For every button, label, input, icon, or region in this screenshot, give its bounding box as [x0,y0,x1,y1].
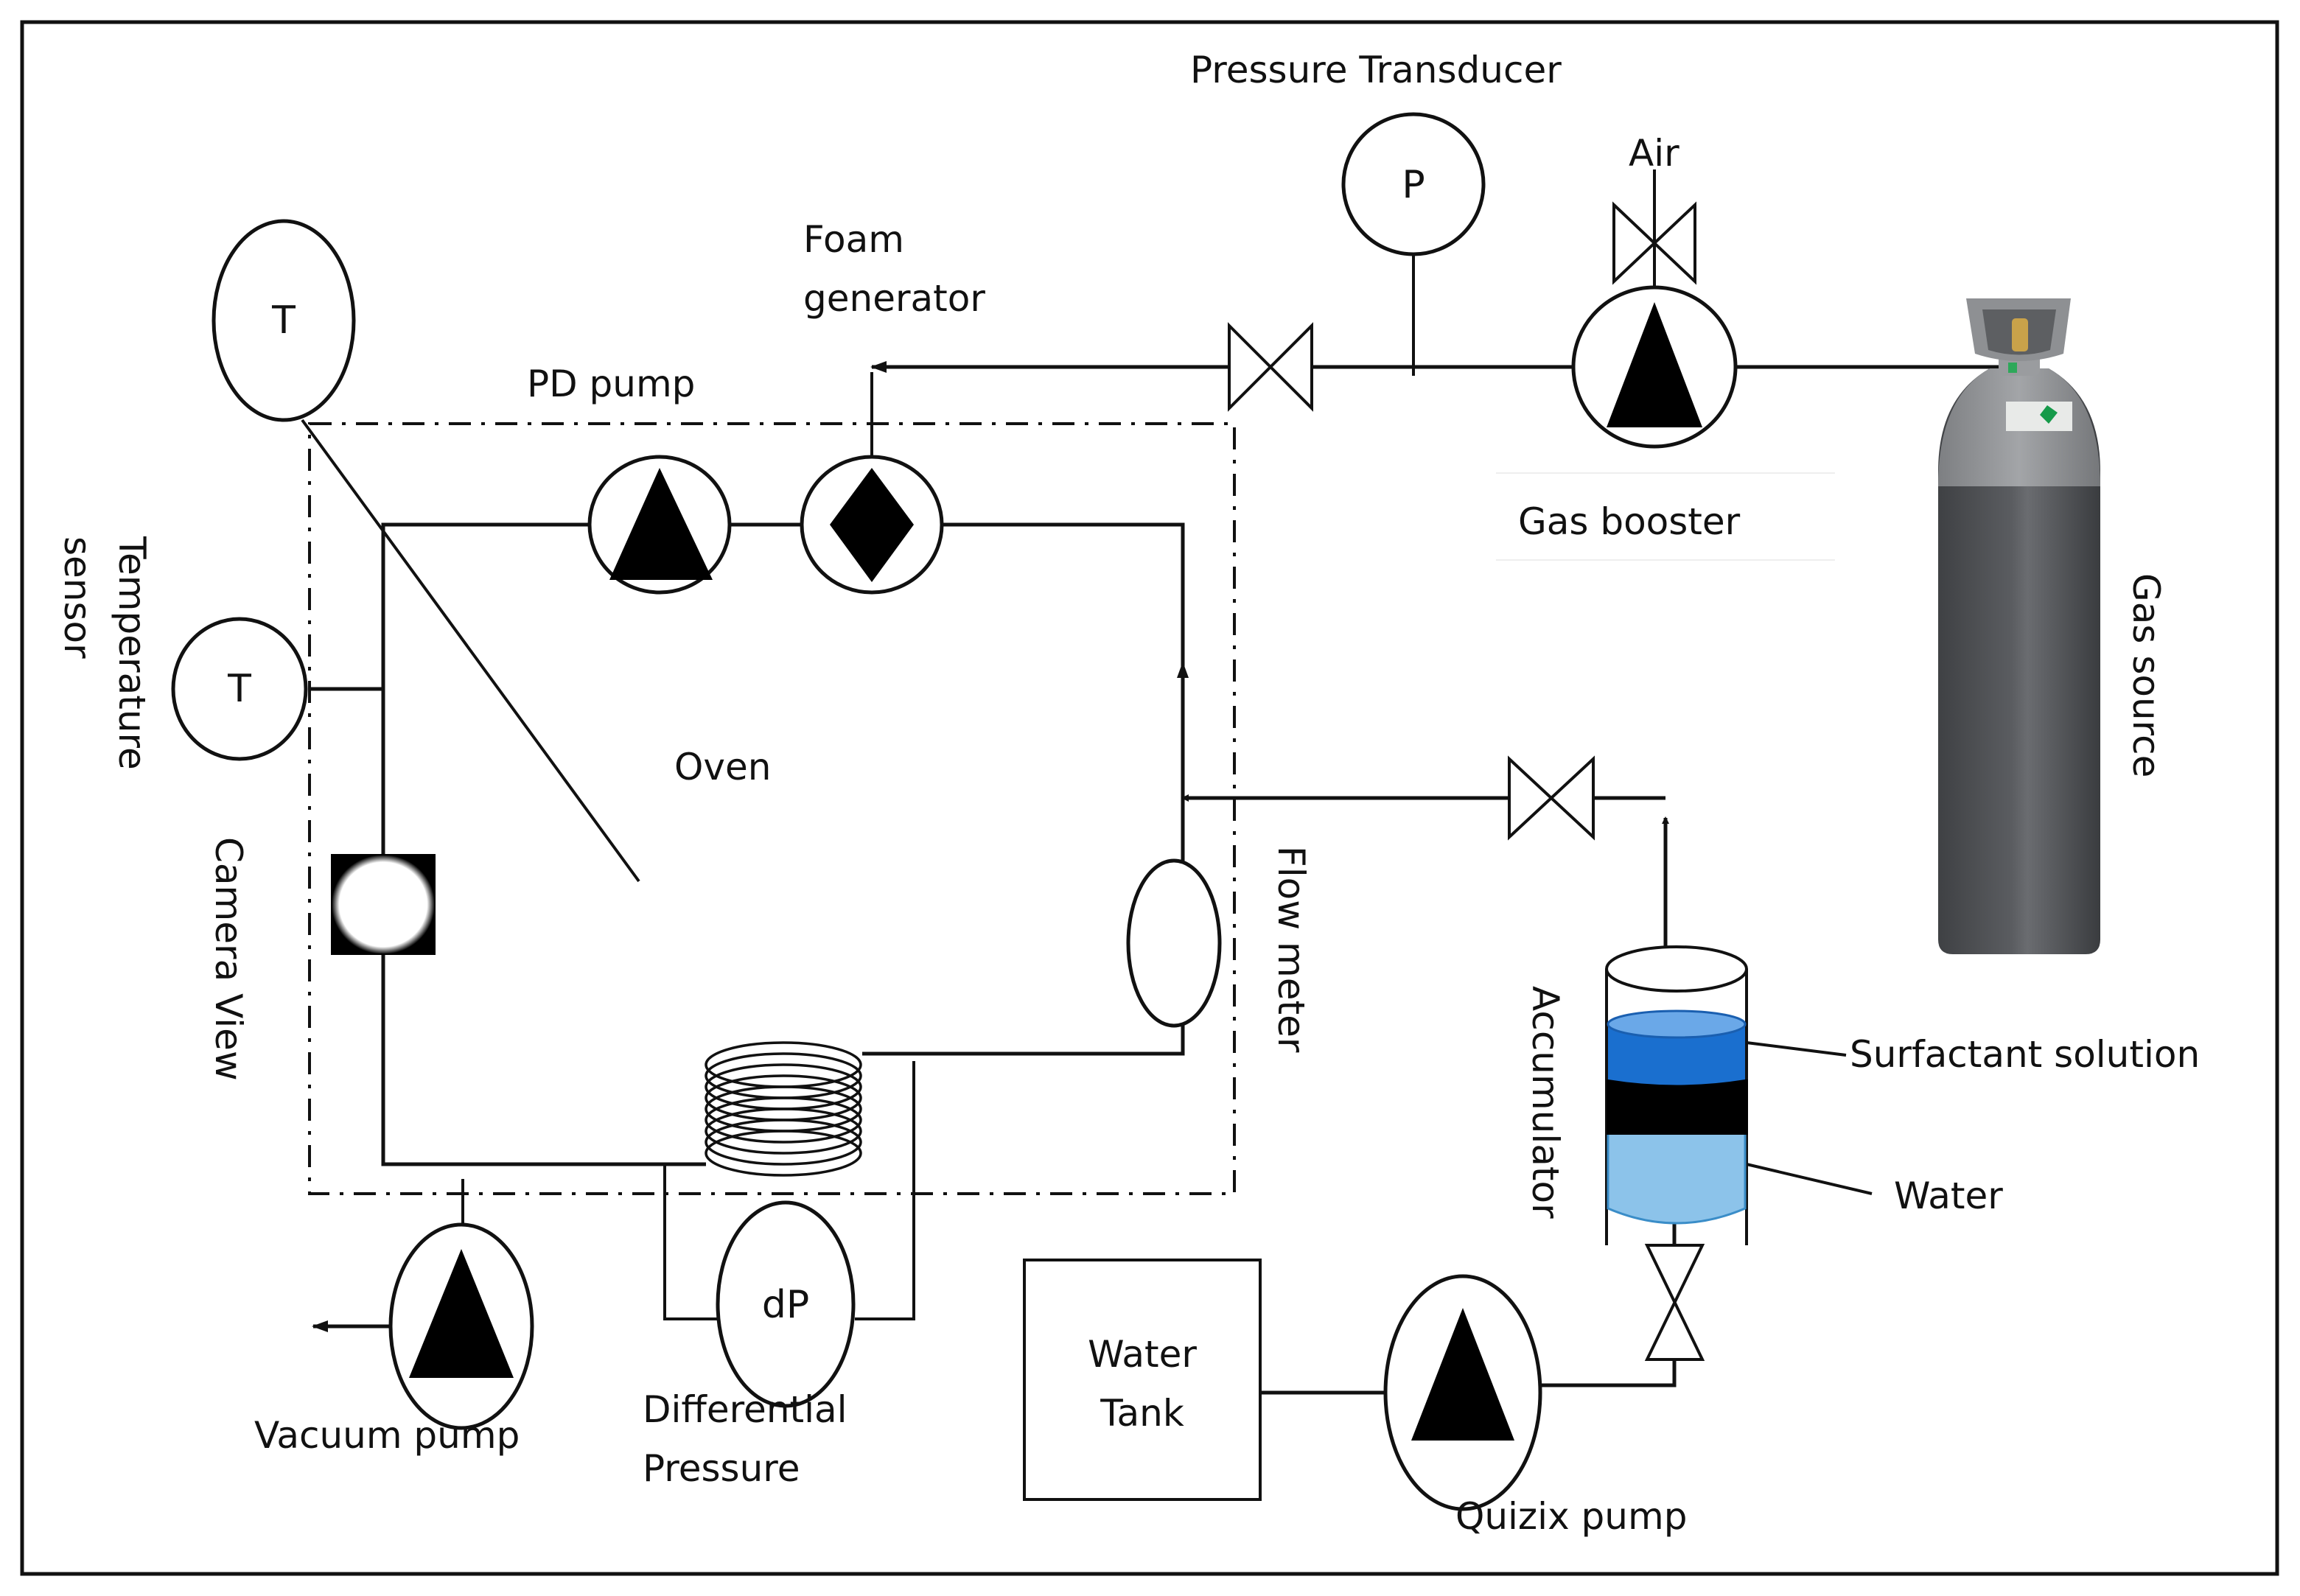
water-tank-icon [1023,1259,1262,1501]
differential-pressure-icon: dP [663,1061,915,1408]
differential-pressure-label-2: Pressure [643,1447,800,1490]
gas-cylinder-icon [1938,298,2100,954]
oven-enclosure [308,422,1236,1195]
differential-pressure-label-1: Differential [643,1388,847,1431]
main-loop-pipes [310,522,1189,1166]
quizix-pump-label: Quizix pump [1455,1495,1687,1538]
coil-icon [705,1041,862,1177]
temperature-sensor-top: T [212,219,356,422]
water-tank-label-2: Tank [1100,1392,1184,1435]
temperature-symbol-top: T [271,298,296,343]
air-label: Air [1629,132,1679,175]
figure-border [20,20,2279,1576]
gas-source-label: Gas source [2125,573,2167,777]
pressure-symbol: P [1402,163,1425,207]
temperature-probe-line [301,419,640,883]
gas-booster-icon [1571,169,1738,449]
pressure-transducer-label: Pressure Transducer [1190,49,1562,91]
foam-generator-icon [800,455,944,595]
pd-pump-icon [587,455,732,595]
quizix-pump-icon [1383,1274,1542,1511]
surfactant-solution-label: Surfactant solution [1850,1033,2200,1076]
camera-view-window [331,854,436,955]
gas-booster-label: Gas booster [1518,500,1741,543]
accumulator-outlet-line [1181,755,1669,947]
water-label: Water [1894,1175,2003,1217]
differential-pressure-symbol: dP [762,1283,809,1327]
foam-generator-label-1: Foam [803,218,904,261]
flow-meter-icon [1126,858,1222,1028]
vacuum-pump-label: Vacuum pump [254,1414,520,1457]
vacuum-pump-icon [312,1179,534,1430]
temperature-sensor-label-2: sensor [56,536,99,659]
flow-meter-label: Flow meter [1270,846,1312,1053]
pressure-transducer-icon: P [1341,112,1486,376]
temperature-symbol-left: T [227,667,251,711]
accumulator-label: Accumulator [1524,986,1567,1219]
pd-pump-label: PD pump [527,363,695,405]
water-tank-label-1: Water [1088,1333,1197,1376]
accumulator-icon [1605,945,1873,1245]
temperature-sensor-label-1: Temperature [111,536,153,770]
foam-generator-label-2: generator [803,277,985,320]
gas-line-valve-icon [1228,322,1313,412]
camera-view-label: Camera View [207,837,250,1081]
temperature-sensor-left: T [171,617,308,761]
oven-label: Oven [674,746,771,788]
